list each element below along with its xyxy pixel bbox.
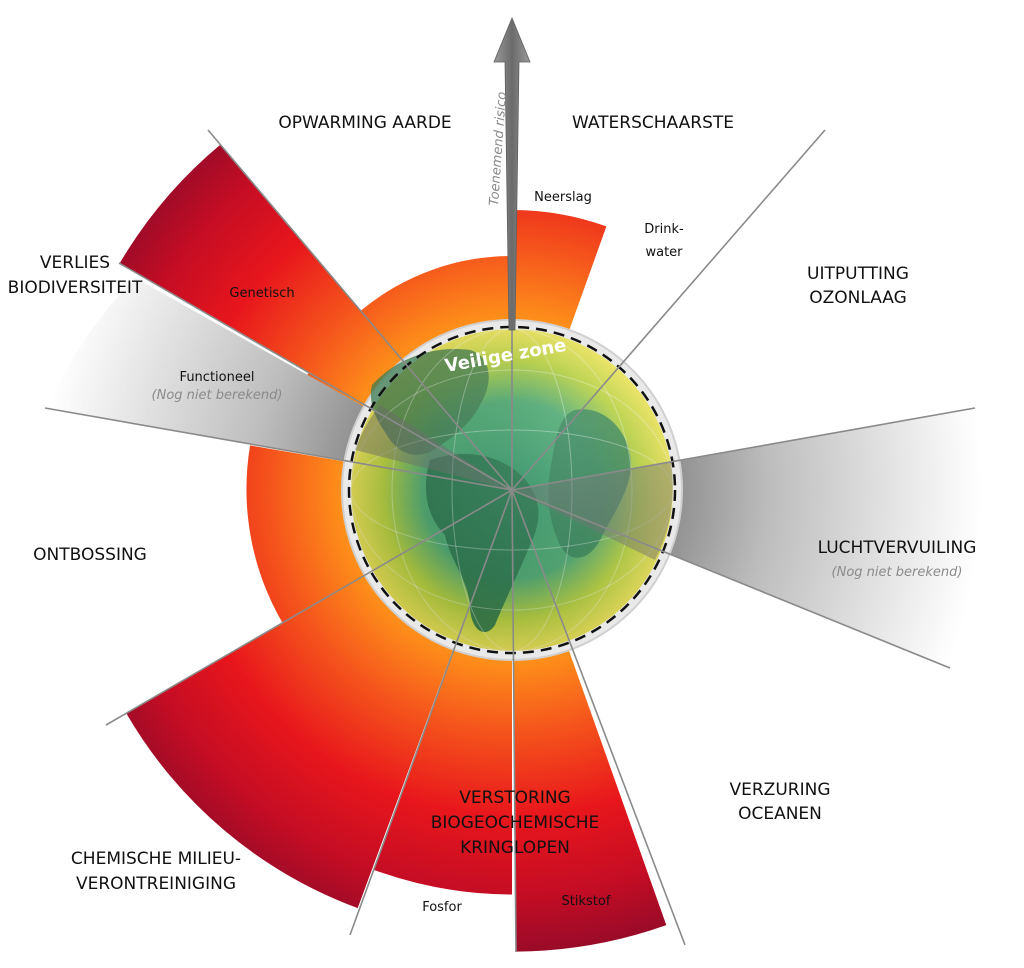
label-neerslag: Neerslag [534,190,592,205]
label-luchtvervuiling: LUCHTVERVUILING [818,538,977,558]
label-verstoring: VERSTORING [459,788,570,808]
label-biogeochemische: BIOGEOCHEMISCHE [431,813,600,833]
safe-zone-boundary [347,325,677,655]
label-verzuring: VERZURING [730,780,831,800]
label-fosfor: Fosfor [422,900,462,915]
label-uitputting: UITPUTTING [807,264,909,284]
subcategory-labels: Genetisch Functioneel (Nog niet berekend… [152,190,684,915]
globe [341,319,683,661]
label-opwarming-aarde: OPWARMING AARDE [278,113,451,133]
label-kringlopen: KRINGLOPEN [460,838,570,858]
label-waterschaarste: WATERSCHAARSTE [572,113,734,133]
label-water: water [645,245,683,260]
label-stikstof: Stikstof [562,894,611,909]
label-ozonlaag: OZONLAAG [809,288,907,308]
risk-arrow-shape [493,16,531,331]
label-verlies: VERLIES [40,253,110,273]
label-ontbossing: ONTBOSSING [33,545,147,565]
label-luchtvervuiling-note: (Nog niet berekend) [832,565,963,580]
category-labels: OPWARMING AARDE WATERSCHAARSTE UITPUTTIN… [8,113,977,894]
label-oceanen: OCEANEN [738,804,822,824]
label-genetisch: Genetisch [229,286,294,301]
label-functioneel-note: (Nog niet berekend) [152,388,283,403]
label-chemische-milieu: CHEMISCHE MILIEU- [71,849,241,869]
label-functioneel: Functioneel [180,370,255,385]
label-biodiversiteit: BIODIVERSITEIT [8,278,143,298]
label-drink: Drink- [644,222,684,237]
label-verontreiniging: VERONTREINIGING [76,874,236,894]
